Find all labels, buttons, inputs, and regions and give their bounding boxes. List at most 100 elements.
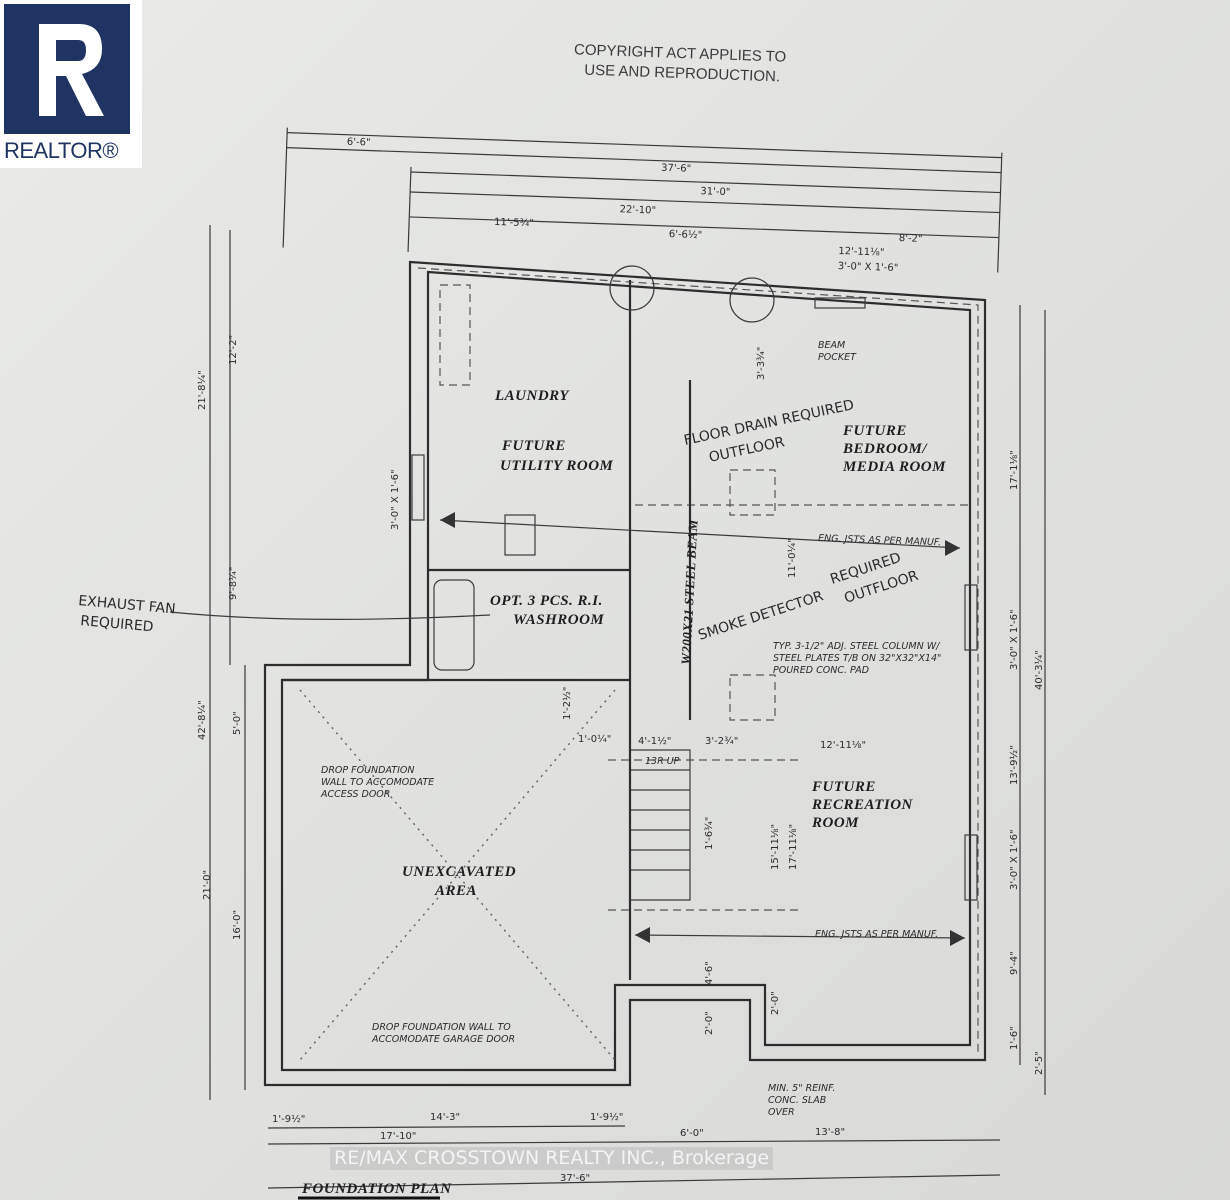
note-garage-door-1: DROP FOUNDATION WALL TO [372, 1022, 511, 1033]
dim-14-3: 14'-3" [430, 1112, 460, 1123]
dim-12-11-int: 12'-11⅛" [820, 740, 866, 751]
dim-9-8: 9'-8¼" [227, 567, 239, 600]
dim-13-9: 13'-9½" [1008, 745, 1020, 785]
dim-11-5: 11'-5¾" [494, 217, 534, 229]
hand-smoke-1: SMOKE DETECTOR [696, 588, 825, 644]
dim-1-0: 1'-0¼" [578, 733, 611, 745]
dim-1-6: 1'-6" [1009, 1026, 1020, 1050]
room-utility-2: UTILITY ROOM [500, 458, 614, 474]
dim-42-8: 42'-8¼" [196, 700, 208, 740]
dim-1-9-right: 1'-9½" [590, 1111, 623, 1123]
bottom-dimensions: 1'-9½" 14'-3" 1'-9½" 17'-10" 6'-0" 13'-8… [267, 1111, 1001, 1189]
note-joists-2: ENG. JSTS AS PER MANUF. [815, 929, 938, 940]
dim-2-0-a: 2'-0" [704, 1011, 715, 1035]
realtor-logo-text: REALTOR® [4, 138, 119, 163]
note-column-3: POURED CONC. PAD [773, 665, 869, 676]
dim-17-10: 17'-10" [380, 1131, 416, 1142]
room-recreation-3: ROOM [811, 815, 859, 831]
note-access-door-2: WALL TO ACCOMODATE [321, 777, 434, 788]
room-recreation-2: RECREATION [811, 797, 914, 813]
dim-40-3: 40'-3¼" [1033, 650, 1045, 690]
note-steel-beam: W200X21 STEEL BEAM [678, 519, 701, 665]
dim-31-0: 31'-0" [700, 186, 730, 198]
right-dimensions: 17'-1⅛" 3'-0" X 1'-6" 40'-3¼" 13'-9½" 3'… [1008, 305, 1046, 1095]
dim-1-2: 1'-2½" [561, 687, 573, 720]
note-slab-3: OVER [768, 1107, 795, 1118]
realtor-r-icon [4, 4, 130, 134]
note-beam-pocket-2: POCKET [818, 352, 857, 363]
dim-8-2: 8'-2" [899, 233, 923, 245]
dim-17-11: 17'-11⅛" [788, 824, 799, 870]
notes: BEAM POCKET W200X21 STEEL BEAM ENG. JSTS… [320, 340, 941, 1118]
plan-title: FOUNDATION PLAN [301, 1181, 452, 1197]
note-column-2: STEEL PLATES T/B ON 32"X32"X14" [773, 653, 941, 664]
dim-21-8: 21'-8¼" [196, 370, 208, 410]
room-recreation-1: FUTURE [811, 779, 876, 795]
furnace-icon [504, 514, 536, 556]
interior-dimensions: 11'-0¼" 1'-2½" 1'-0¼" 4'-1½" 3'-2¾" 12'-… [561, 347, 866, 1035]
dim-2-0-b: 2'-0" [770, 991, 781, 1015]
dim-4-1: 4'-1½" [638, 735, 671, 747]
room-utility-1: FUTURE [501, 438, 566, 454]
dim-37-6-top: 37'-6" [661, 163, 691, 175]
dim-window-right-1: 3'-0" X 1'-6" [1009, 609, 1020, 670]
note-joists-1: ENG. JSTS AS PER MANUF. [818, 533, 941, 548]
dim-17-1: 17'-1⅛" [1009, 450, 1020, 490]
room-laundry: LAUNDRY [494, 388, 570, 404]
column-circle-icon [609, 265, 655, 311]
room-bedroom-2: BEDROOM/ [842, 441, 928, 457]
dim-window-top: 3'-0" X 1'-6" [838, 261, 899, 274]
dim-6-6-half: 6'-6½" [669, 228, 703, 241]
note-beam-pocket-1: BEAM [818, 340, 845, 351]
window-right-2 [964, 834, 978, 901]
copyright-line-2: USE AND REPRODUCTION. [584, 62, 780, 86]
dim-16-0: 16'-0" [232, 910, 243, 940]
dim-6-6: 6'-6" [347, 137, 371, 149]
dim-12-11: 12'-11⅛" [838, 246, 884, 259]
window-right-1 [964, 584, 978, 651]
dim-5-0: 5'-0" [232, 711, 243, 735]
foundation-walls [263, 260, 987, 1087]
brokerage-watermark: RE/MAX CROSSTOWN REALTY INC., Brokerage [330, 1147, 774, 1170]
dim-22-10: 22'-10" [619, 204, 656, 216]
column-circle-icon-2 [729, 277, 775, 323]
room-bedroom-3: MEDIA ROOM [842, 459, 946, 475]
note-slab-1: MIN. 5" REINF. [768, 1083, 835, 1094]
room-unexcavated-1: UNEXCAVATED [402, 864, 516, 880]
dim-2-5: 2'-5" [1034, 1051, 1045, 1075]
room-washroom-2: WASHROOM [513, 612, 604, 628]
room-labels: LAUNDRY FUTURE UTILITY ROOM OPT. 3 PCS. … [402, 388, 946, 899]
dim-3-3: 3'-3¾" [756, 347, 767, 380]
window-left [411, 454, 425, 521]
dim-21-0: 21'-0" [202, 870, 213, 900]
note-access-door-1: DROP FOUNDATION [321, 765, 414, 776]
note-slab-2: CONC. SLAB [768, 1095, 826, 1106]
dim-3-2: 3'-2¾" [705, 736, 738, 747]
bathtub-icon [433, 579, 475, 671]
top-dimensions: 6'-6" 37'-6" 31'-0" 22'-10" 11'-5¾" 6'-6… [282, 127, 1003, 274]
dim-1-6-int: 1'-6¾" [704, 817, 715, 850]
dim-9-4: 9'-4" [1009, 951, 1020, 975]
left-dimensions: 21'-8¼" 12'-2" 9'-8¼" 42'-8¼" 5'-0" 21'-… [196, 225, 401, 1100]
dim-window-left: 3'-0" X 1'-6" [390, 469, 401, 530]
dim-1-9-left: 1'-9½" [272, 1113, 305, 1125]
dim-6-0: 6'-0" [680, 1128, 704, 1139]
dim-15-11: 15'-11⅛" [770, 824, 781, 870]
hand-exhaust-2: REQUIRED [80, 613, 154, 635]
note-column-1: TYP. 3-1/2" ADJ. STEEL COLUMN W/ [773, 641, 941, 652]
laundry-fixture [439, 284, 471, 386]
realtor-logo: REALTOR® [0, 0, 142, 168]
window-top [814, 297, 866, 309]
dim-11-0: 11'-0¼" [786, 538, 798, 578]
dim-window-right-2: 3'-0" X 1'-6" [1009, 829, 1020, 890]
dim-13-8: 13'-8" [815, 1127, 845, 1138]
dim-37-6-bottom: 37'-6" [560, 1173, 590, 1184]
note-stairs: 13R UP [645, 756, 680, 767]
dim-12-2: 12'-2" [228, 335, 239, 365]
note-access-door-3: ACCESS DOOR [320, 789, 390, 800]
note-garage-door-2: ACCOMODATE GARAGE DOOR [371, 1034, 515, 1045]
dim-4-6: 4'-6" [704, 961, 715, 985]
room-bedroom-1: FUTURE [842, 423, 907, 439]
room-washroom-1: OPT. 3 PCS. R.I. [490, 593, 603, 609]
